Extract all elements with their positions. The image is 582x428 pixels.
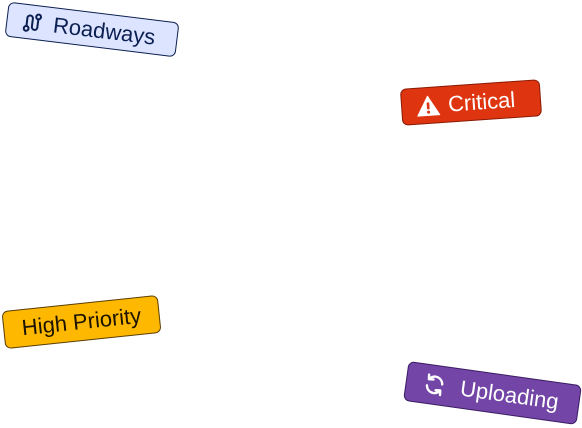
uploading-badge: Uploading	[403, 361, 582, 425]
roadways-badge: Roadways	[4, 1, 180, 58]
route-icon	[20, 10, 45, 35]
high-priority-label: High Priority	[20, 302, 143, 341]
critical-badge: Critical	[399, 79, 543, 126]
warning-icon	[415, 93, 441, 119]
high-priority-badge: High Priority	[1, 294, 162, 350]
roadways-label: Roadways	[51, 11, 157, 50]
critical-label: Critical	[447, 86, 516, 117]
uploading-label: Uploading	[458, 375, 561, 415]
refresh-icon	[421, 371, 448, 398]
